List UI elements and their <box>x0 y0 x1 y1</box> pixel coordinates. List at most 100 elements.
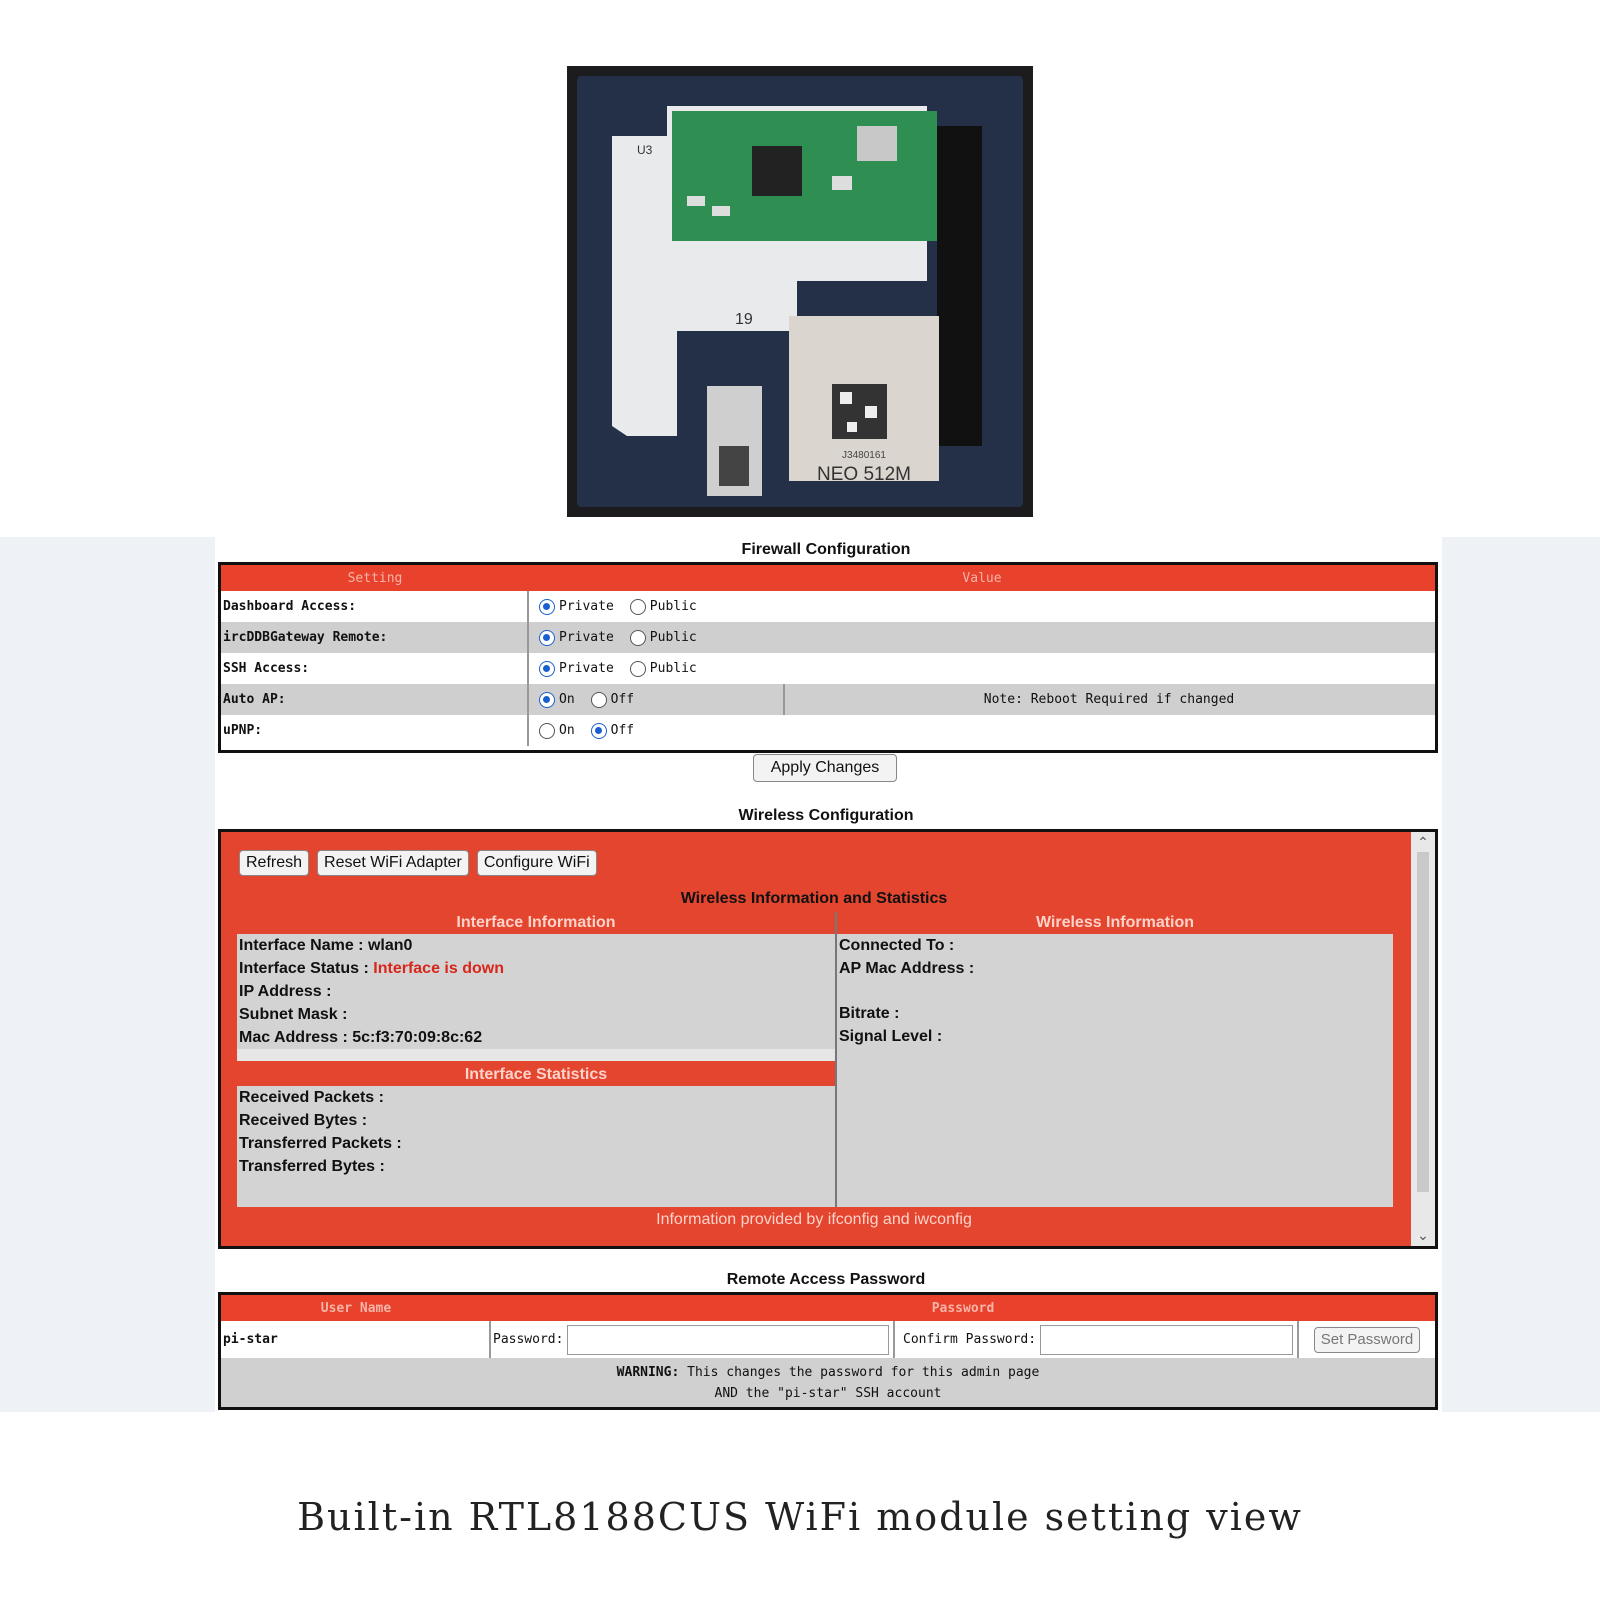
wireless-config-panel: Refresh Reset WiFi Adapter Configure WiF… <box>218 829 1438 1249</box>
firewall-row-dashboard: Dashboard Access: Private Public <box>221 591 1435 622</box>
confirm-password-input[interactable] <box>1040 1324 1293 1355</box>
radio-circle[interactable] <box>539 691 555 708</box>
wireless-footer-note: Information provided by ifconfig and iwc… <box>656 1211 972 1228</box>
wireless-stats-grid: Interface Information Interface Name : w… <box>237 912 1393 1207</box>
firewall-row-autoap: Auto AP: On Off Note: Reboot Required if… <box>221 684 1435 715</box>
subnet-mask-line: Subnet Mask : <box>239 1006 348 1023</box>
remote-input-row: pi-star Password: Confirm Password: Set … <box>221 1321 1435 1358</box>
refresh-button[interactable]: Refresh <box>239 850 310 876</box>
wireless-stats-title: Wireless Information and Statistics <box>680 890 948 907</box>
setting-label: Dashboard Access: <box>221 591 529 622</box>
radio-dashboard-public[interactable]: Public <box>629 598 697 615</box>
chip-label: NEO 512M <box>817 464 911 485</box>
received-bytes-line: Received Bytes : <box>239 1112 368 1129</box>
interface-name-line: Interface Name : wlan0 <box>239 937 413 954</box>
password-label: Password: <box>493 1332 564 1347</box>
setting-label: Auto AP: <box>221 684 529 715</box>
password-warning: WARNING: This changes the password for t… <box>221 1358 1435 1407</box>
wifi-chip <box>752 146 802 196</box>
wireless-title: Wireless Configuration <box>738 807 914 824</box>
interface-status-line: Interface Status : Interface is down <box>239 960 504 977</box>
confirm-cell: Confirm Password: <box>895 1321 1299 1358</box>
remote-access-table: User Name Password pi-star Password: Con… <box>218 1292 1438 1410</box>
ip-address-line: IP Address : <box>239 983 332 1000</box>
warning-line-2: AND the "pi-star" SSH account <box>714 1385 942 1401</box>
firewall-title: Firewall Configuration <box>741 541 911 558</box>
radio-ssh-private[interactable]: Private <box>539 660 614 677</box>
radio-circle[interactable] <box>629 598 646 615</box>
password-input[interactable] <box>567 1324 889 1355</box>
header-password: Password <box>931 1300 995 1316</box>
wireless-scrollbar[interactable]: ⌃ ⌄ <box>1411 832 1435 1246</box>
signal-level-line: Signal Level : <box>839 1028 943 1045</box>
radio-ircddb-public[interactable]: Public <box>629 629 697 646</box>
radio-circle[interactable] <box>539 722 555 739</box>
image-caption: Built-in RTL8188CUS WiFi module setting … <box>297 1495 1303 1539</box>
interface-status-value: Interface is down <box>373 960 504 977</box>
radio-dashboard-private[interactable]: Private <box>539 598 614 615</box>
firewall-table: Setting Value Dashboard Access: Private … <box>218 562 1438 753</box>
confirm-password-label: Confirm Password: <box>903 1332 1037 1347</box>
scroll-down-icon[interactable]: ⌄ <box>1417 1227 1429 1243</box>
username-cell: pi-star <box>221 1321 491 1358</box>
setting-label: uPNP: <box>221 715 529 746</box>
board-drawing: J3480161 NEO 512M U3 19 <box>612 106 982 496</box>
radio-circle[interactable] <box>590 691 607 708</box>
radio-autoap-on[interactable]: On <box>539 691 575 708</box>
chip-serial: J3480161 <box>842 450 886 461</box>
radio-autoap-off[interactable]: Off <box>590 691 634 708</box>
pin-label: U3 <box>637 143 653 157</box>
board-photo: J3480161 NEO 512M U3 19 <box>567 66 1033 517</box>
firewall-row-ssh: SSH Access: Private Public <box>221 653 1435 684</box>
wifi-module <box>672 111 937 241</box>
radio-circle[interactable] <box>539 629 555 646</box>
remote-header-row: User Name Password <box>221 1295 1435 1321</box>
radio-ircddb-private[interactable]: Private <box>539 629 614 646</box>
header-user-name: User Name <box>320 1300 392 1316</box>
reset-wifi-adapter-button[interactable]: Reset WiFi Adapter <box>317 850 469 876</box>
radio-circle[interactable] <box>629 660 646 677</box>
configure-wifi-button[interactable]: Configure WiFi <box>476 850 597 876</box>
mac-address-line: Mac Address : 5c:f3:70:09:8c:62 <box>239 1029 483 1046</box>
radio-circle[interactable] <box>539 598 555 615</box>
value-cell: Private Public <box>529 653 1435 684</box>
radio-upnp-off[interactable]: Off <box>590 722 634 739</box>
pin-header <box>937 126 982 446</box>
firewall-row-ircddb: ircDDBGateway Remote: Private Public <box>221 622 1435 653</box>
password-cell: Password: <box>491 1321 895 1358</box>
interface-stats-header: Interface Statistics <box>237 1064 835 1086</box>
set-password-button[interactable]: Set Password <box>1313 1326 1421 1353</box>
silk-label: 19 <box>735 311 753 328</box>
radio-circle[interactable] <box>590 722 607 739</box>
set-password-cell: Set Password <box>1299 1321 1435 1358</box>
header-value: Value <box>962 570 1002 586</box>
wireless-info-header: Wireless Information <box>837 912 1393 934</box>
firewall-header-row: Setting Value <box>221 565 1435 591</box>
radio-upnp-on[interactable]: On <box>539 722 575 739</box>
setting-label: SSH Access: <box>221 653 529 684</box>
interface-info-header: Interface Information <box>237 912 835 934</box>
value-cell: On Off <box>529 715 1435 746</box>
wireless-info-column: Wireless Information Connected To : AP M… <box>837 912 1393 1207</box>
warning-line-1: This changes the password for this admin… <box>687 1364 1040 1380</box>
transferred-packets-line: Transferred Packets : <box>239 1135 402 1152</box>
firewall-row-upnp: uPNP: On Off <box>221 715 1435 746</box>
received-packets-line: Received Packets : <box>239 1089 384 1106</box>
reboot-note: Note: Reboot Required if changed <box>783 684 1433 715</box>
right-margin-panel <box>1442 537 1600 1412</box>
radio-circle[interactable] <box>539 660 555 677</box>
scroll-up-icon[interactable]: ⌃ <box>1417 834 1429 850</box>
divider <box>237 1049 835 1064</box>
radio-circle[interactable] <box>629 629 646 646</box>
scroll-thumb[interactable] <box>1417 852 1429 1192</box>
value-cell: On Off <box>529 684 783 715</box>
apply-changes-button[interactable]: Apply Changes <box>753 754 897 782</box>
crystal <box>857 126 897 161</box>
interface-column: Interface Information Interface Name : w… <box>237 912 837 1207</box>
radio-ssh-public[interactable]: Public <box>629 660 697 677</box>
wireless-toolbar: Refresh Reset WiFi Adapter Configure WiF… <box>239 850 597 876</box>
value-cell: Private Public <box>529 591 1435 622</box>
remote-access-title: Remote Access Password <box>726 1271 926 1288</box>
mac-address-value: 5c:f3:70:09:8c:62 <box>352 1029 483 1046</box>
bitrate-line: Bitrate : <box>839 1005 900 1022</box>
